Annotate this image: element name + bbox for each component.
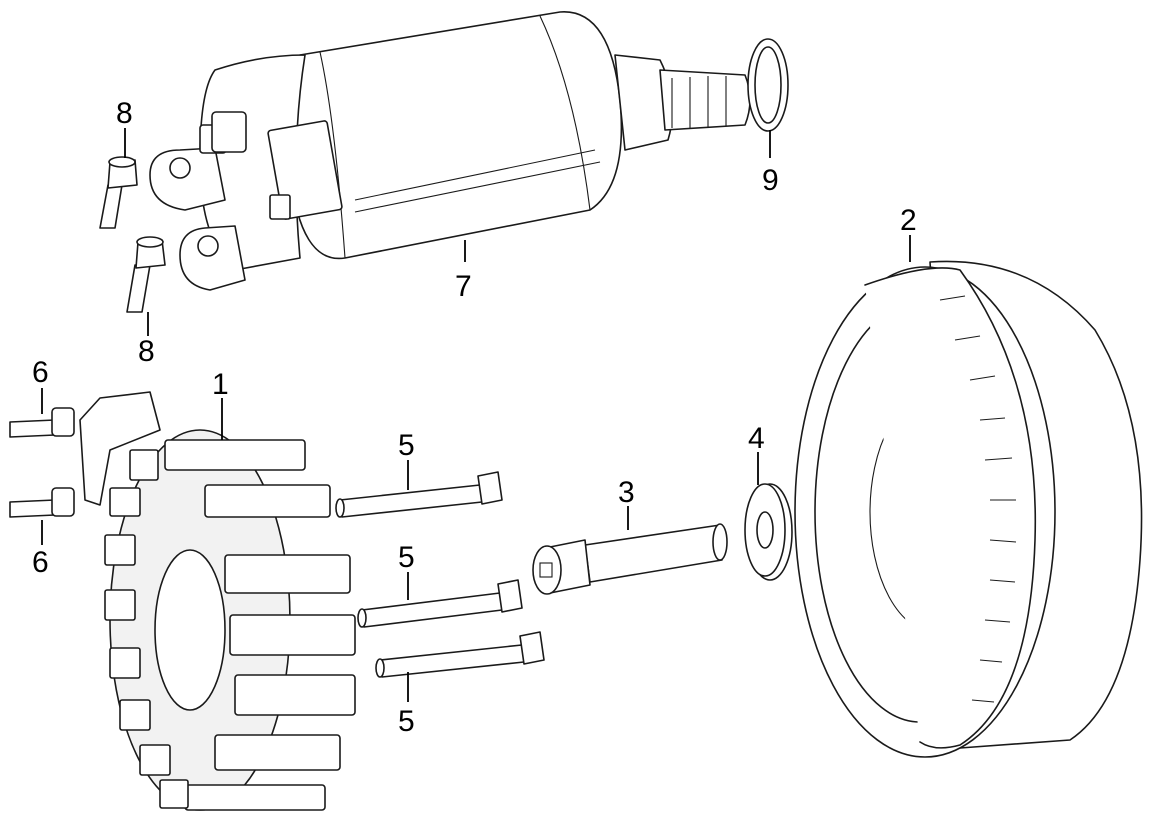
washer-part	[744, 483, 793, 581]
callout-5-upper: 5	[398, 429, 415, 462]
callout-8-lower: 8	[138, 335, 155, 368]
starter-bolt-lower	[126, 236, 166, 313]
callout-3: 3	[618, 476, 635, 509]
o-ring-part	[747, 38, 789, 132]
stator-screw-upper	[9, 407, 75, 438]
callout-4: 4	[748, 422, 765, 455]
stator-bolt-lower	[375, 631, 545, 678]
stator-part	[79, 391, 356, 811]
callout-8-upper: 8	[116, 97, 133, 130]
callout-7: 7	[455, 270, 472, 303]
callout-2: 2	[900, 204, 917, 237]
callout-5-middle: 5	[398, 541, 415, 574]
callout-6-upper: 6	[32, 356, 49, 389]
starter-motor-part	[149, 11, 751, 291]
leader-lines	[41, 128, 911, 702]
callout-1: 1	[212, 368, 229, 401]
stator-bolt-middle	[357, 579, 523, 628]
callout-5-lower: 5	[398, 705, 415, 738]
stator-screw-lower	[9, 487, 75, 518]
stator-bolt-upper	[335, 471, 503, 518]
starter-bolt-upper	[99, 156, 138, 229]
flywheel-part	[794, 260, 1143, 758]
callout-9: 9	[762, 164, 779, 197]
flywheel-bolt-part	[532, 523, 728, 595]
callout-6-lower: 6	[32, 546, 49, 579]
